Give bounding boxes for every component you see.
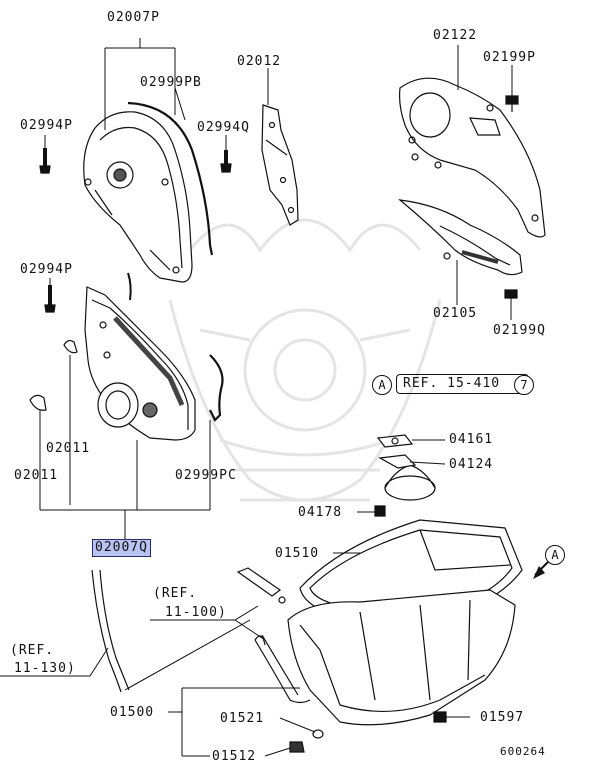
seal-02011-drawings (29, 339, 78, 411)
part-label-02105[interactable]: 02105 (433, 306, 478, 321)
part-label-02199q[interactable]: 02199Q (493, 323, 546, 338)
diagram-number: 600264 (500, 745, 546, 758)
bracket-02012-drawing (261, 104, 299, 226)
bolt-02199q-drawing (504, 289, 518, 299)
bolt-02994p-top-drawing (39, 142, 51, 174)
lower-timing-cover-drawing (84, 286, 196, 441)
dipstick-tube-drawing (92, 569, 128, 692)
ref-arrow (533, 561, 549, 579)
part-label-02999pc[interactable]: 02999PC (175, 468, 237, 483)
upper-cover-seal-drawing (127, 101, 214, 256)
part-label-02199p[interactable]: 02199P (483, 50, 536, 65)
part-label-02011-a[interactable]: 02011 (46, 441, 91, 456)
oil-pan-drawing (254, 589, 516, 726)
bolt-02199p-drawing (505, 95, 519, 112)
ref-11-100-line2[interactable]: 11-100) (165, 605, 227, 620)
part-label-02007q-selected[interactable]: 02007Q (92, 539, 151, 557)
part-label-02007p[interactable]: 02007P (107, 10, 160, 25)
bolt-02994q-drawing (220, 142, 232, 173)
lower-plate-02105-drawing (398, 199, 523, 276)
strainer-gasket-drawing (376, 434, 414, 448)
bolt-01597-drawing (433, 711, 447, 723)
part-label-01521[interactable]: 01521 (220, 711, 265, 726)
part-label-01510[interactable]: 01510 (275, 546, 320, 561)
watermark-logo (168, 218, 442, 502)
bolt-04178-drawing (374, 505, 386, 517)
drain-gasket-drawing (312, 729, 324, 739)
part-label-02999pb[interactable]: 02999PB (140, 75, 202, 90)
part-label-01500[interactable]: 01500 (110, 705, 155, 720)
part-label-04124[interactable]: 04124 (449, 457, 494, 472)
part-label-02994q[interactable]: 02994Q (197, 120, 250, 135)
ref-11-130-line2[interactable]: 11-130) (14, 661, 76, 676)
part-label-01512[interactable]: 01512 (212, 749, 257, 764)
part-label-04161[interactable]: 04161 (449, 432, 494, 447)
ref-15-410-link[interactable]: REF. 15-410 (396, 374, 530, 394)
ref-11-130-line1[interactable]: (REF. (10, 643, 55, 658)
ref-arrow-marker-a: A (545, 545, 565, 565)
part-label-01597[interactable]: 01597 (480, 710, 525, 725)
ref-11-100-line1[interactable]: (REF. (153, 586, 198, 601)
leader-lines (0, 38, 513, 757)
connector-drawing (236, 567, 286, 604)
ref-15-410-number: 7 (514, 375, 534, 395)
bolt-02994p-mid-drawing (44, 285, 56, 313)
drain-plug-drawing (289, 741, 305, 753)
part-label-04178[interactable]: 04178 (298, 505, 343, 520)
ref-marker-a: A (372, 375, 392, 395)
lower-cover-seal-drawing (209, 354, 224, 422)
part-label-02122[interactable]: 02122 (433, 28, 478, 43)
part-label-02011-b[interactable]: 02011 (14, 468, 59, 483)
rear-plate-02122-drawing (398, 77, 546, 238)
oil-strainer-drawing (378, 454, 436, 501)
part-label-02012[interactable]: 02012 (237, 54, 282, 69)
part-label-02994p-mid[interactable]: 02994P (20, 262, 73, 277)
part-label-02994p-top[interactable]: 02994P (20, 118, 73, 133)
upper-timing-cover-drawing (83, 111, 193, 283)
